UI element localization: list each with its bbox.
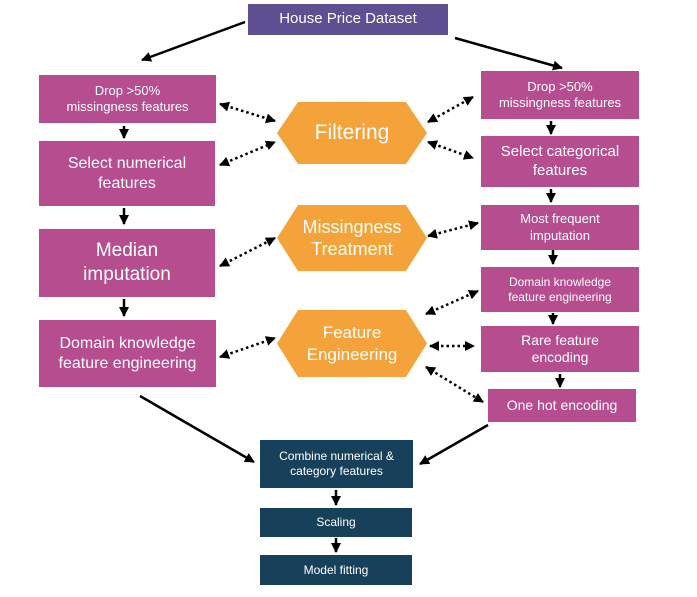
left-select-numerical-box: Select numerical features: [39, 141, 215, 206]
left-domain-knowledge-box: Domain knowledge feature engineering: [39, 320, 216, 387]
filtering-stage: Filtering: [277, 102, 427, 164]
scaling-box: Scaling: [260, 508, 412, 537]
right-rare-feature-box: Rare feature encoding: [481, 326, 639, 372]
arrow-right-to-combine: [419, 423, 489, 466]
dataset-title: House Price Dataset: [248, 4, 448, 35]
dotted-missing-right: [427, 220, 479, 239]
arrow-title-left: [141, 20, 246, 62]
right-one-hot-box: One hot encoding: [488, 389, 636, 422]
left-drop-missingness-box: Drop >50% missingness features: [39, 75, 216, 123]
arrow-left-to-combine: [139, 394, 255, 464]
dotted-filtering-right-2: [427, 140, 474, 160]
dotted-filtering-left-2: [219, 140, 276, 167]
model-fitting-box: Model fitting: [260, 555, 412, 585]
left-median-imputation-box: Median imputation: [39, 229, 215, 297]
missingness-treatment-stage: Missingness Treatment: [277, 205, 427, 271]
dotted-missing-left: [219, 236, 276, 268]
dotted-engineering-right-3: [425, 365, 484, 404]
right-most-frequent-box: Most frequent imputation: [481, 205, 639, 250]
right-select-categorical-box: Select categorical features: [481, 136, 639, 187]
dotted-engineering-right-1: [425, 289, 479, 316]
arrow-title-right: [454, 36, 563, 71]
dotted-filtering-right-1: [427, 95, 474, 124]
combine-features-box: Combine numerical & category features: [260, 440, 413, 488]
dotted-engineering-left: [219, 336, 276, 359]
feature-engineering-stage: Feature Engineering: [277, 310, 427, 377]
right-domain-knowledge-box: Domain knowledge feature engineering: [481, 267, 639, 312]
right-drop-missingness-box: Drop >50% missingness features: [481, 71, 639, 119]
dotted-filtering-left-1: [219, 101, 276, 124]
